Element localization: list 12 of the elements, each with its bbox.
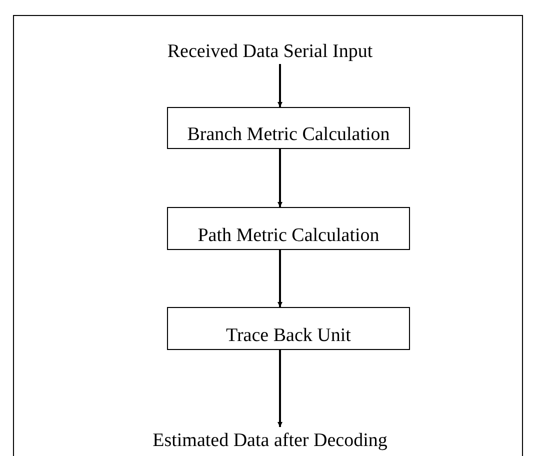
arrow	[278, 64, 282, 107]
flow-label: Received Data Serial Input	[167, 42, 373, 60]
flow-label: Estimated Data after Decoding	[152, 430, 388, 450]
box-label: Trace Back Unit	[226, 326, 351, 345]
box-label: Path Metric Calculation	[198, 226, 380, 245]
arrow	[278, 350, 282, 427]
process-box	[167, 207, 410, 250]
arrow	[278, 250, 282, 307]
box-label: Branch Metric Calculation	[187, 125, 390, 144]
process-box	[167, 307, 410, 350]
process-box	[167, 107, 410, 149]
arrow	[278, 149, 282, 207]
